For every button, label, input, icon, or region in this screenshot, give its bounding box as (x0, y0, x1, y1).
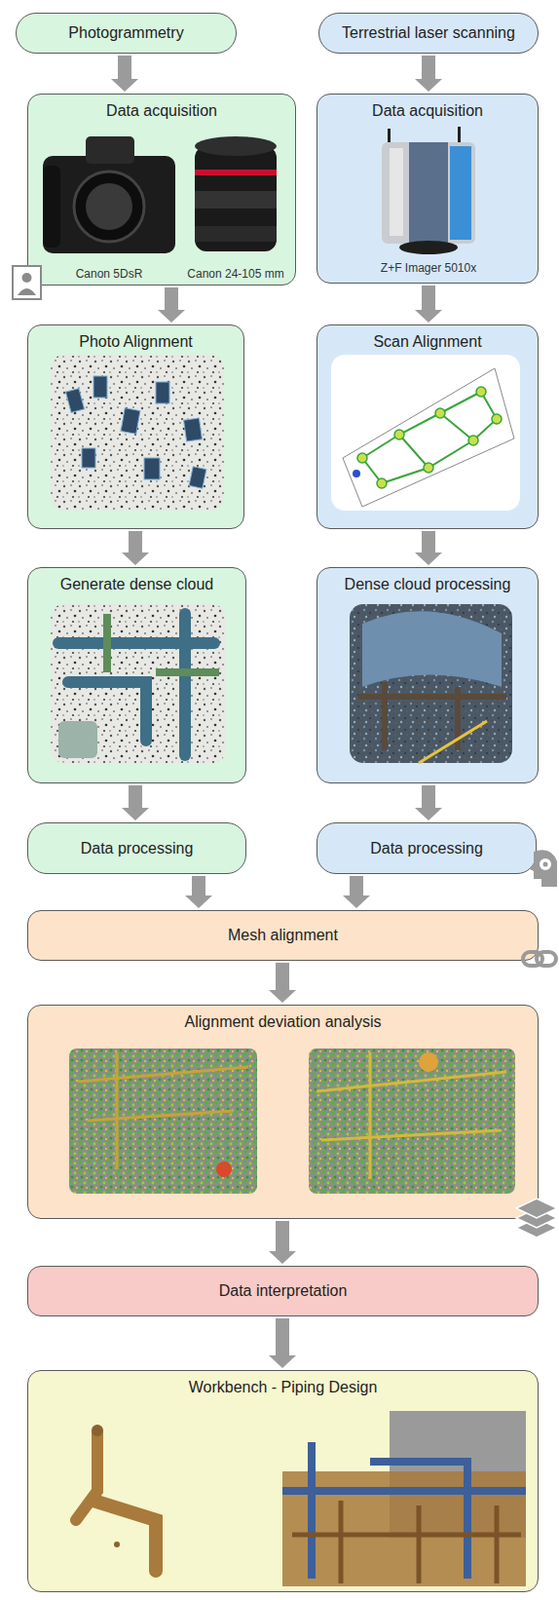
process-box: Terrestrial laser scanning (318, 12, 539, 54)
gear-head-icon (529, 849, 558, 887)
flow-arrow (185, 875, 213, 908)
flow-arrow (111, 55, 139, 92)
device-label: Canon 5DsR (75, 266, 144, 281)
process-box: Photogrammetry (15, 12, 237, 54)
flow-arrow (414, 530, 443, 565)
flow-arrow (268, 1317, 297, 1368)
flow-arrow (121, 784, 150, 820)
process-box: Data interpretation (27, 1265, 539, 1316)
process-box: Data processing (316, 821, 537, 874)
node-title: Photogrammetry (60, 23, 191, 42)
flow-arrow (121, 530, 150, 565)
process-box: Photo Alignment (27, 324, 245, 529)
process-box: Scan Alignment (316, 324, 539, 529)
node-title: Terrestrial laser scanning (334, 23, 523, 42)
pipe-model (75, 1423, 156, 1570)
deviation-map (69, 1047, 258, 1193)
node-title: Data acquisition (364, 101, 491, 120)
flow-arrow (414, 285, 443, 323)
process-box: Dense cloud processing (316, 566, 539, 783)
flow-arrow (268, 1220, 297, 1264)
device-label: Canon 24-105 mm (186, 266, 284, 281)
process-box: Data acquisition (27, 93, 297, 286)
flow-arrow (342, 875, 371, 908)
node-title: Data acquisition (98, 101, 225, 120)
deviation-map (308, 1047, 516, 1193)
laser-scanner (381, 126, 476, 255)
process-box: Data processing (27, 821, 247, 874)
photo-alignment-image (50, 354, 224, 511)
plant-model (282, 1410, 526, 1586)
node-title: Scan Alignment (365, 332, 489, 351)
node-title: Workbench - Piping Design (181, 1377, 386, 1396)
device-label: Z+F Imager 5010x (380, 260, 477, 275)
flow-arrow (414, 784, 443, 820)
node-title: Data processing (362, 838, 491, 858)
node-title: Photo Alignment (71, 332, 201, 351)
node-title: Mesh alignment (220, 925, 346, 944)
scan-alignment-image (331, 354, 521, 511)
layers-icon (516, 1197, 558, 1237)
node-title: Alignment deviation analysis (177, 1011, 390, 1031)
node-title: Data processing (73, 838, 202, 858)
dense-cloud-image (50, 603, 226, 763)
process-box: Mesh alignment (27, 909, 539, 961)
camera-lens (194, 136, 277, 252)
process-box: Alignment deviation analysis (27, 1004, 539, 1219)
dense-cloud-image (349, 603, 513, 763)
process-box: Generate dense cloud (27, 566, 247, 783)
flow-arrow (268, 962, 297, 1003)
flow-arrow (157, 287, 186, 323)
person-icon (12, 265, 41, 299)
process-box: Data acquisition (316, 93, 539, 284)
node-title: Generate dense cloud (52, 574, 222, 594)
flow-arrow (414, 55, 443, 92)
node-title: Dense cloud processing (336, 574, 520, 594)
camera-body (42, 136, 176, 254)
node-title: Data interpretation (211, 1280, 356, 1300)
link-icon (522, 951, 557, 966)
process-box: Workbench - Piping Design (27, 1369, 539, 1592)
